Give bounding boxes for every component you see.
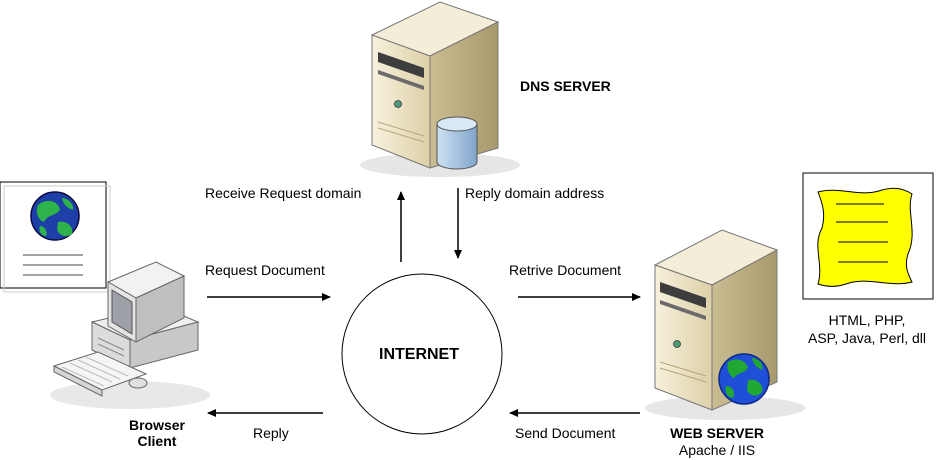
browser-client-label: Browser Client [128,417,186,449]
request-document-label: Request Document [205,262,325,278]
receive-request-domain-label: Receive Request domain [205,185,362,201]
send-document-label: Send Document [515,425,616,441]
computer-icon [50,261,210,409]
reply-domain-address-label: Reply domain address [465,185,605,201]
internet-node [341,273,503,435]
web-page-document-icon [0,181,111,293]
languages-line2-label: ASP, Java, Perl, dll [807,330,927,346]
languages-line1-label: HTML, PHP, [828,312,906,328]
web-server-icon [645,229,805,420]
globe-icon [30,191,80,241]
web-server-label: WEB SERVER [670,425,764,441]
reply-label: Reply [253,425,289,441]
database-icon [436,116,478,170]
web-server-sub-label: Apache / IIS [678,442,756,458]
dns-server-icon [360,1,520,177]
globe-icon [718,353,770,405]
retrive-document-label: Retrive Document [509,262,622,278]
script-document-icon [802,172,934,300]
dns-server-label: DNS SERVER [520,78,611,94]
internet-label: INTERNET [379,346,459,363]
